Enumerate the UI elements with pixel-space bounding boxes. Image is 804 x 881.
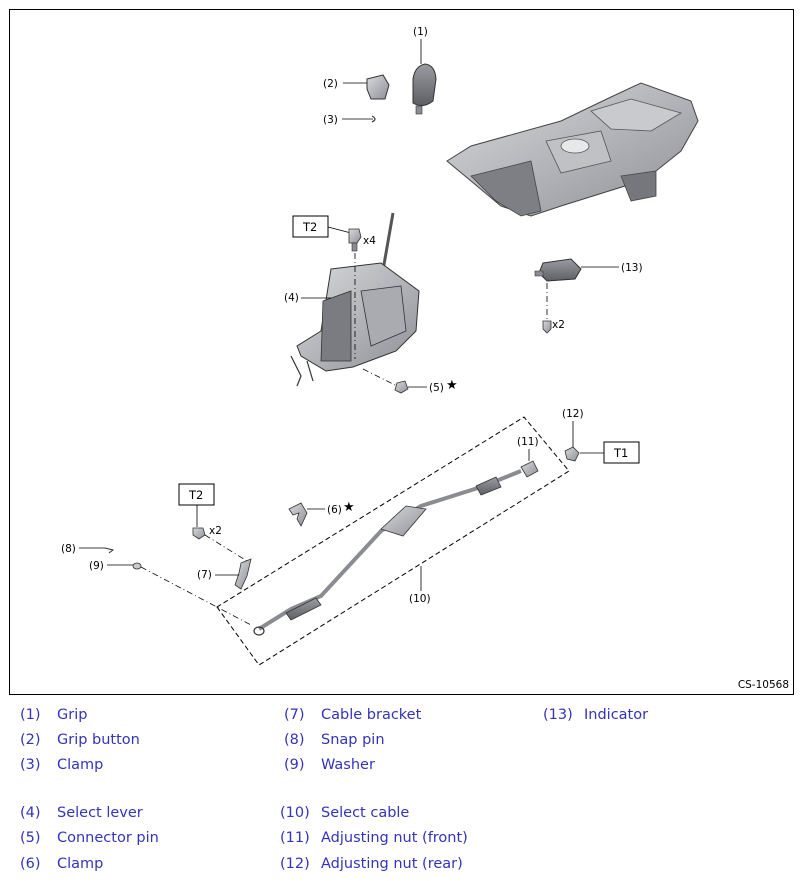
adjusting-nut-front (520, 449, 539, 478)
select-lever-part (290, 212, 420, 387)
callout-4: (4) (284, 292, 299, 304)
legend-item: (1)Grip (20, 707, 88, 723)
legend-item: (5)Connector pin (20, 830, 159, 846)
callout-5: (5) (429, 382, 444, 394)
callout-8: (8) (61, 543, 76, 555)
select-cable-part (253, 469, 522, 636)
torque-box-t2-upper: T2 (292, 215, 329, 238)
connector-pin-part (362, 368, 427, 394)
legend-item: (2)Grip button (20, 732, 140, 748)
callout-3: (3) (323, 114, 338, 126)
torque-box-t2-lower: T2 (178, 483, 215, 506)
callout-13: (13) (621, 262, 643, 274)
quantity-x2-indicator: x2 (552, 319, 565, 331)
console-part (446, 82, 699, 217)
callout-12: (12) (562, 408, 584, 420)
cable-bracket-part (215, 558, 252, 590)
clamp-part-top (342, 115, 376, 123)
indicator-part (534, 258, 619, 334)
exploded-diagram-frame: (1) (2) (3) (4) (5) ★ (6) ★ (7) (8) (9) … (9, 9, 794, 695)
quantity-x2-bolt: x2 (209, 525, 222, 537)
torque-box-t1: T1 (603, 441, 640, 464)
quantity-x4: x4 (363, 235, 376, 247)
legend-item: (7)Cable bracket (284, 707, 422, 723)
callout-6: (6) (327, 504, 342, 516)
callout-10: (10) (409, 593, 431, 605)
svg-text:T1: T1 (613, 446, 628, 460)
exploded-diagram: (1) (2) (3) (4) (5) ★ (6) ★ (7) (8) (9) … (61, 26, 699, 666)
washer-part (107, 562, 252, 626)
legend-item: (11)Adjusting nut (front) (280, 830, 468, 846)
callout-1: (1) (413, 26, 428, 38)
star-mark-5: ★ (446, 378, 458, 393)
clamp-part-lower (288, 502, 325, 527)
grip-part (412, 39, 437, 115)
callout-7: (7) (197, 569, 212, 581)
legend-item: (8)Snap pin (284, 732, 385, 748)
figure-id: CS-10568 (737, 679, 789, 691)
adjusting-nut-rear (564, 421, 605, 462)
bolt-t2-upper (327, 226, 362, 359)
legend-item: (6)Clamp (20, 856, 104, 872)
callout-11: (11) (517, 436, 539, 448)
legend-item: (3)Clamp (20, 757, 104, 773)
legend-item: (9)Washer (284, 757, 375, 773)
legend-item: (4)Select lever (20, 805, 143, 821)
legend-item: (10)Select cable (280, 805, 410, 821)
star-mark-6: ★ (343, 500, 355, 515)
bolt-t2-lower (192, 504, 248, 562)
grip-button-part (343, 74, 390, 100)
legend-item: (12)Adjusting nut (rear) (280, 856, 463, 872)
snap-pin-part (79, 547, 115, 554)
callout-2: (2) (323, 78, 338, 90)
parts-legend: (1)Grip (2)Grip button (3)Clamp (4)Selec… (0, 703, 804, 881)
legend-item: (13)Indicator (543, 707, 649, 723)
svg-text:T2: T2 (188, 488, 203, 502)
svg-text:T2: T2 (302, 220, 317, 234)
callout-9: (9) (89, 560, 104, 572)
